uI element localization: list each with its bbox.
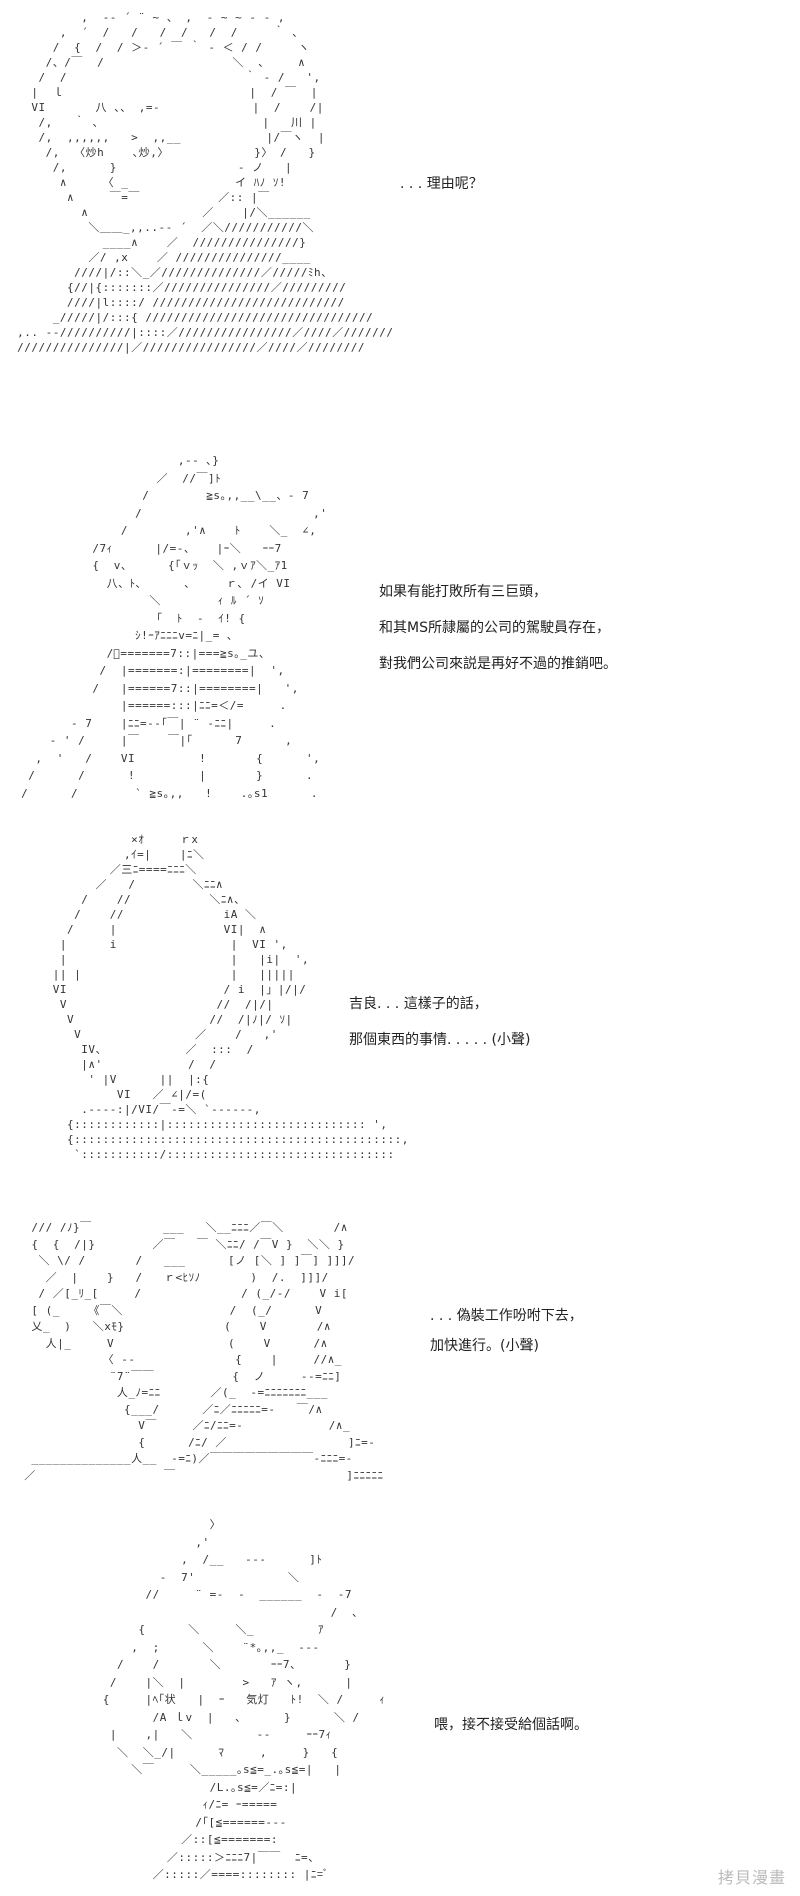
dialogue-panel-4: . . . 偽裝工作吩咐下去， 加快進行。(小聲) <box>430 1306 583 1372</box>
dialogue-line: . . . 偽裝工作吩咐下去， <box>430 1308 583 1324</box>
watermark: 拷貝漫畫 <box>717 1868 786 1887</box>
dialogue-line: 吉良. . . 這樣子的話， <box>349 996 488 1012</box>
dialogue-panel-1: . . . 理由呢？ <box>400 174 483 210</box>
ascii-art-panel-5: 〉 ,' , /__ ‐‐‐ ]ﾄ - 7' ＼ // ¨ =- - _____… <box>102 1518 386 1881</box>
ascii-art-panel-2: ,‐‐ ､} ／ //￣]ﾄ / ≧s｡,,__\__、- 7 / ,' / ,… <box>21 454 328 800</box>
dialogue-panel-5: 喂，接不接受給個話啊。 <box>434 1715 588 1751</box>
dialogue-line: 加快進行。(小聲) <box>430 1338 539 1354</box>
dialogue-panel-3: 吉良. . . 這樣子的話， 那個東西的事情. . . . . (小聲) <box>349 994 530 1066</box>
dialogue-line: 對我們公司來説是再好不過的推銷吧。 <box>379 656 617 672</box>
dialogue-line: 那個東西的事情. . . . . (小聲) <box>349 1032 531 1048</box>
dialogue-line: . . . 理由呢？ <box>400 176 483 192</box>
dialogue-line: 喂，接不接受給個話啊。 <box>434 1717 588 1733</box>
dialogue-panel-2: 如果有能打敗所有三巨頭， 和其MS所隷屬的公司的駕駛員存在， 對我們公司來説是再… <box>379 582 617 690</box>
ascii-art-panel-3: ×ｵ ｒx ,ｲ=| |ﾆ＼ ／三ﾆ====ﾆﾆﾆ＼ ／ / ＼ﾆﾆ∧ / //… <box>52 833 409 1161</box>
dialogue-line: 如果有能打敗所有三巨頭， <box>379 584 547 600</box>
dialogue-line: 和其MS所隷屬的公司的駕駛員存在， <box>379 620 610 636</box>
ascii-art-panel-4: /// /ﾉ}￣ ___ ＼__ﾆﾆﾆ／￣＼ /∧ { { /|} ／￣ ￣ ＼… <box>24 1221 384 1482</box>
ascii-art-panel-1: , -‐ ´ ¨ ~ 、 , ‐ ~ ~ ‐ - , , ´ / / / / /… <box>17 11 394 354</box>
